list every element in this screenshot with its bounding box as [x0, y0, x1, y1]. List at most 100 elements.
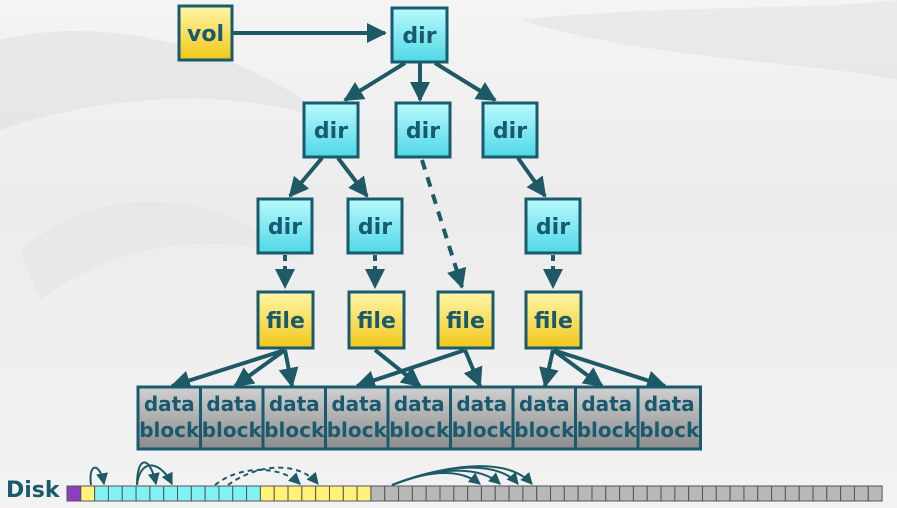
data-block-line2: block: [327, 418, 388, 442]
disk-block-data: [867, 485, 883, 502]
disk-block-data: [784, 485, 800, 502]
arrow-dir-b-to-file-c: [420, 159, 467, 289]
node-dir-label: dir: [406, 119, 440, 144]
disk-block-data: [522, 485, 538, 502]
disk-block-data: [508, 485, 524, 502]
disk-block-dir: [121, 485, 137, 502]
disk-block-file: [342, 485, 358, 502]
disk-block-file: [315, 485, 330, 502]
disk-block-dir: [218, 485, 234, 502]
node-dir-root: dir: [390, 6, 449, 64]
disk-block-volume: [66, 485, 82, 502]
disk-block-data: [425, 485, 441, 502]
disk-block-dir: [107, 485, 123, 502]
arc-1: [89, 466, 108, 486]
data-block-line2: block: [389, 418, 450, 442]
arrow-file-c-to-block-4: [355, 348, 466, 390]
node-dir-a: dir: [302, 101, 360, 159]
arc-5: [227, 466, 319, 486]
disk-block-data: [660, 485, 676, 502]
node-dir-label: dir: [268, 215, 302, 240]
arrow-file-a-to-block-1: [170, 348, 286, 391]
disk-block-dir: [177, 485, 192, 502]
node-file-b: file: [347, 290, 406, 350]
node-file-c: file: [436, 290, 495, 350]
node-dir-label: dir: [536, 215, 570, 240]
arrow-file-d-to-block-9: [552, 348, 667, 391]
disk-block-data: [605, 485, 621, 502]
arrow-dir-c-to-dir-f: [516, 156, 547, 198]
arc-3: [136, 464, 173, 486]
arrow-file-a-to-block-2: [233, 348, 287, 388]
node-file-label: file: [357, 309, 396, 334]
disk-pointer-arcs: [89, 461, 533, 486]
disk-block-data: [563, 485, 579, 502]
disk-block-data: [812, 485, 828, 502]
disk-block-dir: [94, 485, 109, 502]
node-dir-b: dir: [394, 101, 452, 159]
disk-block-dir: [163, 485, 179, 502]
disk-block-dir: [190, 485, 206, 502]
tree-arrows: [170, 23, 667, 391]
node-dir-label: dir: [358, 215, 392, 240]
node-dir-d: dir: [256, 197, 314, 255]
disk-block-data: [701, 485, 717, 502]
data-block-line2: block: [264, 418, 325, 442]
disk-block-data: [840, 485, 855, 502]
disk-block-data: [480, 485, 496, 502]
disk-block-data: [550, 485, 565, 502]
disk-block-data: [467, 485, 482, 502]
disk-bar: [66, 485, 883, 502]
data-block-line1: data: [519, 392, 570, 416]
data-block-line2: block: [202, 418, 263, 442]
disk-block-data: [853, 485, 869, 502]
disk-block-dir: [149, 485, 165, 502]
data-block-line1: data: [456, 392, 507, 416]
disk-block-data: [729, 485, 745, 502]
disk-block-dir: [246, 485, 261, 502]
node-file-label: file: [446, 309, 485, 334]
node-file-a: file: [256, 290, 315, 350]
disk-block-data: [411, 485, 427, 502]
data-block-line1: data: [144, 392, 195, 416]
arrow-file-a-to-block-3: [278, 349, 299, 388]
data-block-line2: block: [139, 418, 200, 442]
data-block-line2: block: [452, 418, 513, 442]
disk-block-data: [757, 485, 773, 502]
arrow-file-d-to-block-7: [539, 349, 559, 388]
node-dir-c: dir: [481, 101, 539, 159]
node-vol: vol: [177, 4, 234, 62]
disk-block-file: [356, 485, 372, 502]
disk-block-file: [273, 485, 289, 502]
disk-block-file: [301, 485, 317, 502]
arrow-dir-a-to-dir-e: [336, 156, 369, 198]
node-vol-label: vol: [187, 22, 224, 47]
data-block-line1: data: [206, 392, 257, 416]
disk-block-data: [536, 485, 552, 502]
disk-label: Disk: [6, 478, 60, 503]
disk-block-dir: [204, 485, 220, 502]
data-blocks: datablockdatablockdatablockdatablockdata…: [136, 385, 702, 451]
data-block-line1: data: [394, 392, 445, 416]
node-file-d: file: [524, 290, 583, 350]
arc-9: [391, 465, 533, 486]
node-dir-f: dir: [524, 197, 582, 255]
data-block-line1: data: [581, 392, 632, 416]
disk-block-data: [798, 485, 814, 502]
disk-block-data: [370, 485, 386, 502]
disk-block-data: [439, 485, 455, 502]
disk-block-file: [80, 485, 96, 502]
disk-block-data: [384, 485, 400, 502]
disk-block-data: [453, 485, 469, 502]
data-block-line2: block: [577, 418, 638, 442]
disk-block-dir: [232, 485, 248, 502]
node-dir-e: dir: [346, 197, 404, 255]
node-file-label: file: [534, 309, 573, 334]
